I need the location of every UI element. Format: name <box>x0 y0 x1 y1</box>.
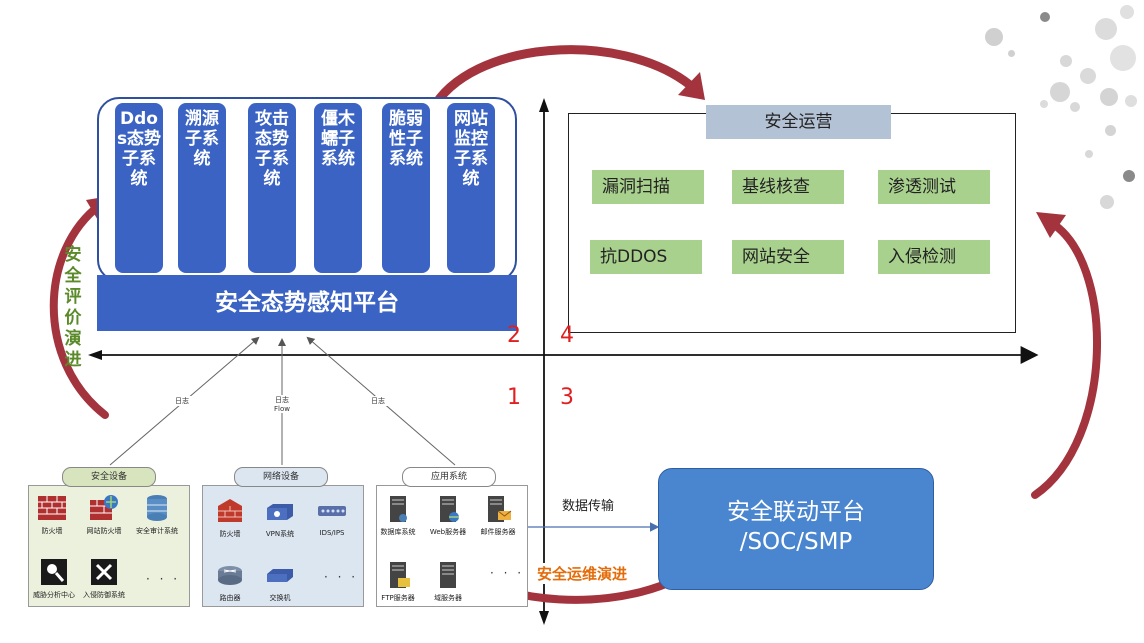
quadrant-3: 3 <box>560 385 574 410</box>
panel-network-title: 网络设备 <box>234 467 328 487</box>
vpn-device-icon <box>265 496 295 526</box>
device-label: 交换机 <box>269 594 291 602</box>
eval-evolution-label: 安全评价演进 <box>64 245 82 370</box>
device-label: VPN系统 <box>265 530 295 538</box>
device-label: FTP服务器 <box>381 594 415 602</box>
security-more: · · · <box>146 572 181 586</box>
router-icon <box>215 560 245 590</box>
ops-item-intrusion[interactable]: 入侵检测 <box>878 240 990 274</box>
log-label-center: 日志 <box>270 395 294 405</box>
ops-item-web-security[interactable]: 网站安全 <box>732 240 844 274</box>
data-transfer-label: 数据传输 <box>562 499 615 514</box>
ftp-server-icon <box>383 560 413 590</box>
device-label: 邮件服务器 <box>480 528 516 536</box>
curve-arrow-top <box>427 45 695 115</box>
device-switch[interactable]: 交换机 <box>248 560 312 603</box>
domain-server-icon <box>433 560 463 590</box>
subsystem-botnet[interactable]: 僵木蠕子系统 <box>314 103 362 273</box>
device-ips[interactable]: 入侵防御系统 <box>72 557 136 600</box>
device-label: IDS/IPS <box>319 529 345 537</box>
platform-title[interactable]: 安全态势感知平台 <box>97 275 517 331</box>
ops-evolution-label: 安全运维演进 <box>535 563 630 584</box>
subsystem-ddos[interactable]: Ddos态势子系统 <box>115 103 163 273</box>
device-web-server[interactable]: Web服务器 <box>416 494 480 537</box>
firewall-icon <box>37 493 67 523</box>
subsystem-traceback[interactable]: 溯源子系统 <box>178 103 226 273</box>
device-ids-ips[interactable]: IDS/IPS <box>300 496 364 537</box>
device-router[interactable]: 路由器 <box>198 560 262 603</box>
soc-subtitle: /SOC/SMP <box>739 529 853 555</box>
flow-label-center: Flow <box>266 405 298 413</box>
device-vpn[interactable]: VPN系统 <box>248 496 312 539</box>
device-ftp-server[interactable]: FTP服务器 <box>366 560 430 603</box>
panel-security-title: 安全设备 <box>62 467 156 487</box>
soc-title: 安全联动平台 <box>727 499 865 525</box>
web-server-icon <box>433 494 463 524</box>
device-audit-system[interactable]: 安全审计系统 <box>125 493 189 536</box>
subsystem-attack[interactable]: 攻击态势子系统 <box>248 103 296 273</box>
device-label: Web服务器 <box>429 528 467 536</box>
subsystem-vulnerability[interactable]: 脆弱性子系统 <box>382 103 430 273</box>
database-icon <box>142 493 172 523</box>
web-firewall-icon <box>89 493 119 523</box>
intrusion-prevention-icon <box>89 557 119 587</box>
soc-platform[interactable]: 安全联动平台 /SOC/SMP <box>658 468 934 590</box>
firewall-icon <box>215 496 245 526</box>
device-db-system[interactable]: 数据库系统 <box>366 494 430 537</box>
device-label: 入侵防御系统 <box>83 591 125 599</box>
device-label: 防火墙 <box>41 527 63 535</box>
device-label: 路由器 <box>219 594 241 602</box>
device-firewall[interactable]: 防火墙 <box>20 493 84 536</box>
ops-item-baseline[interactable]: 基线核查 <box>732 170 844 204</box>
curve-arrow-right <box>1031 218 1102 499</box>
panel-app-title: 应用系统 <box>402 467 496 487</box>
ops-container <box>568 113 1016 333</box>
quadrant-2: 2 <box>507 323 521 348</box>
network-more: · · · <box>324 570 359 584</box>
device-label: 网站防火墙 <box>86 527 122 535</box>
subsystem-web-monitor[interactable]: 网站监控子系统 <box>447 103 495 273</box>
switch-icon <box>265 560 295 590</box>
ops-item-pentest[interactable]: 渗透测试 <box>878 170 990 204</box>
app-more: · · · <box>490 566 525 580</box>
curve-arrow-left <box>49 201 109 419</box>
ops-item-vuln-scan[interactable]: 漏洞扫描 <box>592 170 704 204</box>
mail-server-icon <box>483 494 513 524</box>
device-threat-center[interactable]: 威胁分析中心 <box>22 557 86 600</box>
ops-item-anti-ddos[interactable]: 抗DDOS <box>590 240 702 274</box>
log-label-left: 日志 <box>170 396 194 406</box>
device-label: 数据库系统 <box>380 528 416 536</box>
device-mail-server[interactable]: 邮件服务器 <box>466 494 530 537</box>
quadrant-1: 1 <box>507 385 521 410</box>
device-label: 防火墙 <box>219 530 241 538</box>
log-label-right: 日志 <box>366 396 390 406</box>
server-icon <box>383 494 413 524</box>
quadrant-4: 4 <box>560 323 574 348</box>
device-label: 安全审计系统 <box>136 527 178 535</box>
threat-analysis-icon <box>39 557 69 587</box>
device-web-firewall[interactable]: 网站防火墙 <box>72 493 136 536</box>
device-label: 威胁分析中心 <box>33 591 75 599</box>
ids-device-icon <box>317 496 347 526</box>
device-domain-server[interactable]: 域服务器 <box>416 560 480 603</box>
device-net-firewall[interactable]: 防火墙 <box>198 496 262 539</box>
device-label: 域服务器 <box>434 594 462 602</box>
ops-title[interactable]: 安全运营 <box>706 105 891 139</box>
